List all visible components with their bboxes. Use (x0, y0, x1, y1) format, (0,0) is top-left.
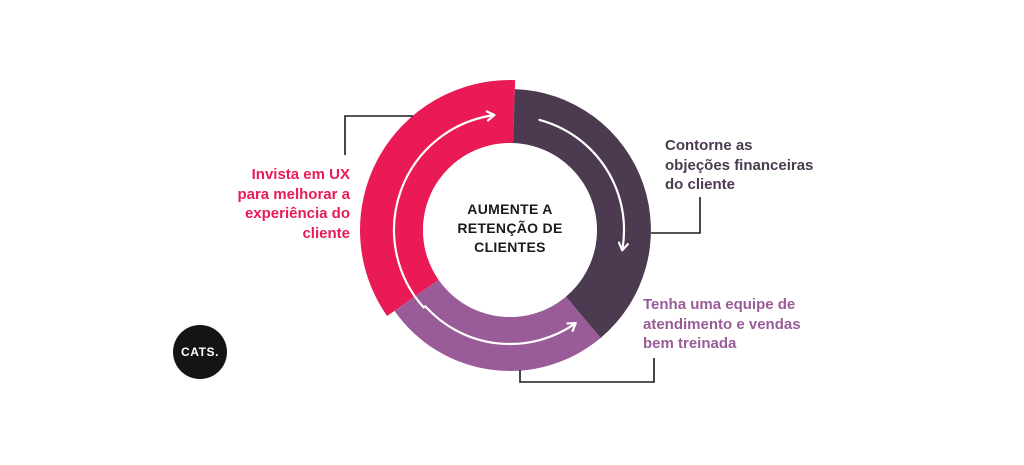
arrow-ux-icon (392, 110, 496, 309)
cats-logo-text: CATS. (180, 345, 220, 359)
connector-finance-line (651, 197, 701, 234)
label-team-line: bem treinada (643, 335, 737, 352)
connector-team-line (519, 358, 655, 383)
label-ux-line: cliente (302, 224, 350, 242)
center-title-line: CLIENTES (474, 239, 546, 255)
cats-logo: CATS. (173, 325, 227, 379)
label-finance-line: objeções financeiras (665, 156, 814, 174)
arrow-finance-icon (538, 118, 629, 252)
segment-finance-slice (513, 89, 651, 338)
label-team: Tenha uma equipe de atendimento e vendas… (643, 295, 843, 354)
donut-center-circle (423, 143, 597, 317)
label-ux-line: experiência do (244, 205, 350, 222)
arrow-team-icon (424, 305, 577, 346)
label-finance-line: do cliente (665, 176, 736, 193)
label-ux: Invista em UX para melhorar a experiênci… (180, 165, 350, 243)
label-team-line: Tenha uma equipe de (643, 296, 796, 313)
center-title-line: RETENÇÃO DE (457, 220, 563, 236)
connector-ux-line (344, 115, 413, 155)
center-title-line: AUMENTE A (467, 201, 553, 217)
label-finance: Contorne as objeções financeiras do clie… (665, 136, 855, 195)
label-team-line: atendimento e vendas (643, 315, 801, 333)
label-ux-line: Invista em UX (251, 166, 350, 183)
label-finance-line: Contorne as (665, 137, 753, 154)
label-ux-line: para melhorar a (237, 185, 350, 203)
center-title: AUMENTE A RETENÇÃO DE CLIENTES (425, 200, 595, 257)
segment-team-slice (394, 279, 601, 371)
segment-ux-slice (360, 80, 516, 317)
